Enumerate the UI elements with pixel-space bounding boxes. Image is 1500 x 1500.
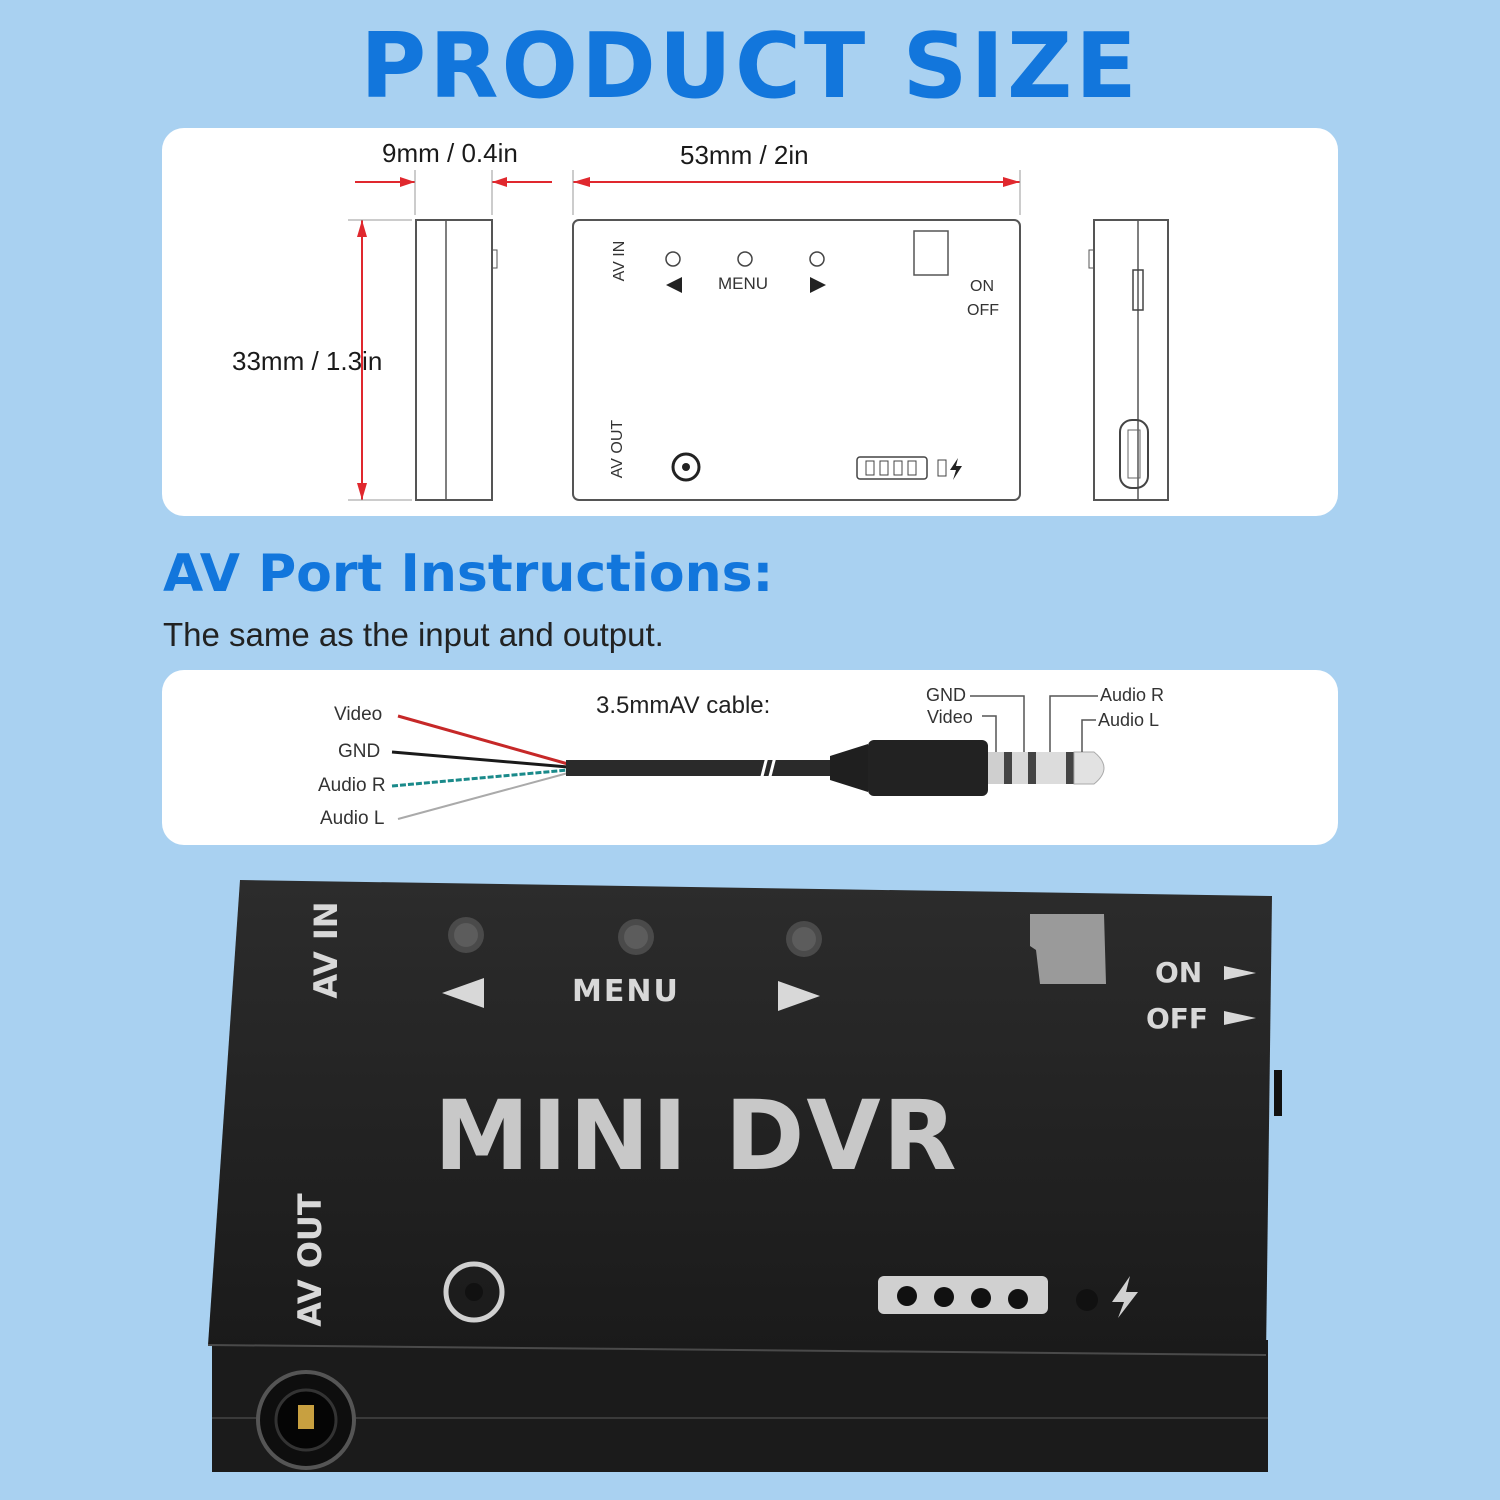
drawing-on-label: ON bbox=[970, 278, 994, 295]
drawing-off-label: OFF bbox=[967, 302, 999, 319]
wire-label-audio-l: Audio L bbox=[320, 808, 385, 829]
plug-label-video: Video bbox=[927, 707, 973, 727]
cable-panel bbox=[162, 670, 1338, 845]
plug-label-audio-l: Audio L bbox=[1098, 710, 1160, 730]
device-off-label: OFF bbox=[1146, 1002, 1209, 1035]
device-name: MINI DVR bbox=[434, 1080, 959, 1192]
device-av-out-label: AV OUT bbox=[291, 1193, 329, 1327]
plug-label-audio-r: Audio R bbox=[1100, 685, 1165, 705]
device-on-label: ON bbox=[1155, 956, 1203, 989]
dimension-drawing bbox=[348, 170, 1169, 501]
drawing-menu-label: MENU bbox=[718, 274, 769, 293]
page-title: PRODUCT SIZE bbox=[360, 14, 1140, 119]
cable-drawing bbox=[391, 695, 1105, 820]
device-menu-label: MENU bbox=[572, 974, 680, 1009]
plug-label-gnd: GND bbox=[926, 685, 966, 705]
width-label: 53mm / 2in bbox=[680, 140, 809, 170]
wire-label-video: Video bbox=[334, 704, 383, 725]
av-subtitle: The same as the input and output. bbox=[163, 616, 664, 653]
wire-label-gnd: GND bbox=[338, 741, 381, 762]
wire-label-audio-r: Audio R bbox=[318, 775, 386, 796]
height-label: 33mm / 1.3in bbox=[232, 346, 383, 376]
thickness-label: 9mm / 0.4in bbox=[382, 138, 518, 168]
cable-label: 3.5mmAV cable: bbox=[596, 692, 771, 719]
av-heading: AV Port Instructions: bbox=[163, 544, 774, 604]
device-av-in-label: AV IN bbox=[307, 901, 345, 999]
